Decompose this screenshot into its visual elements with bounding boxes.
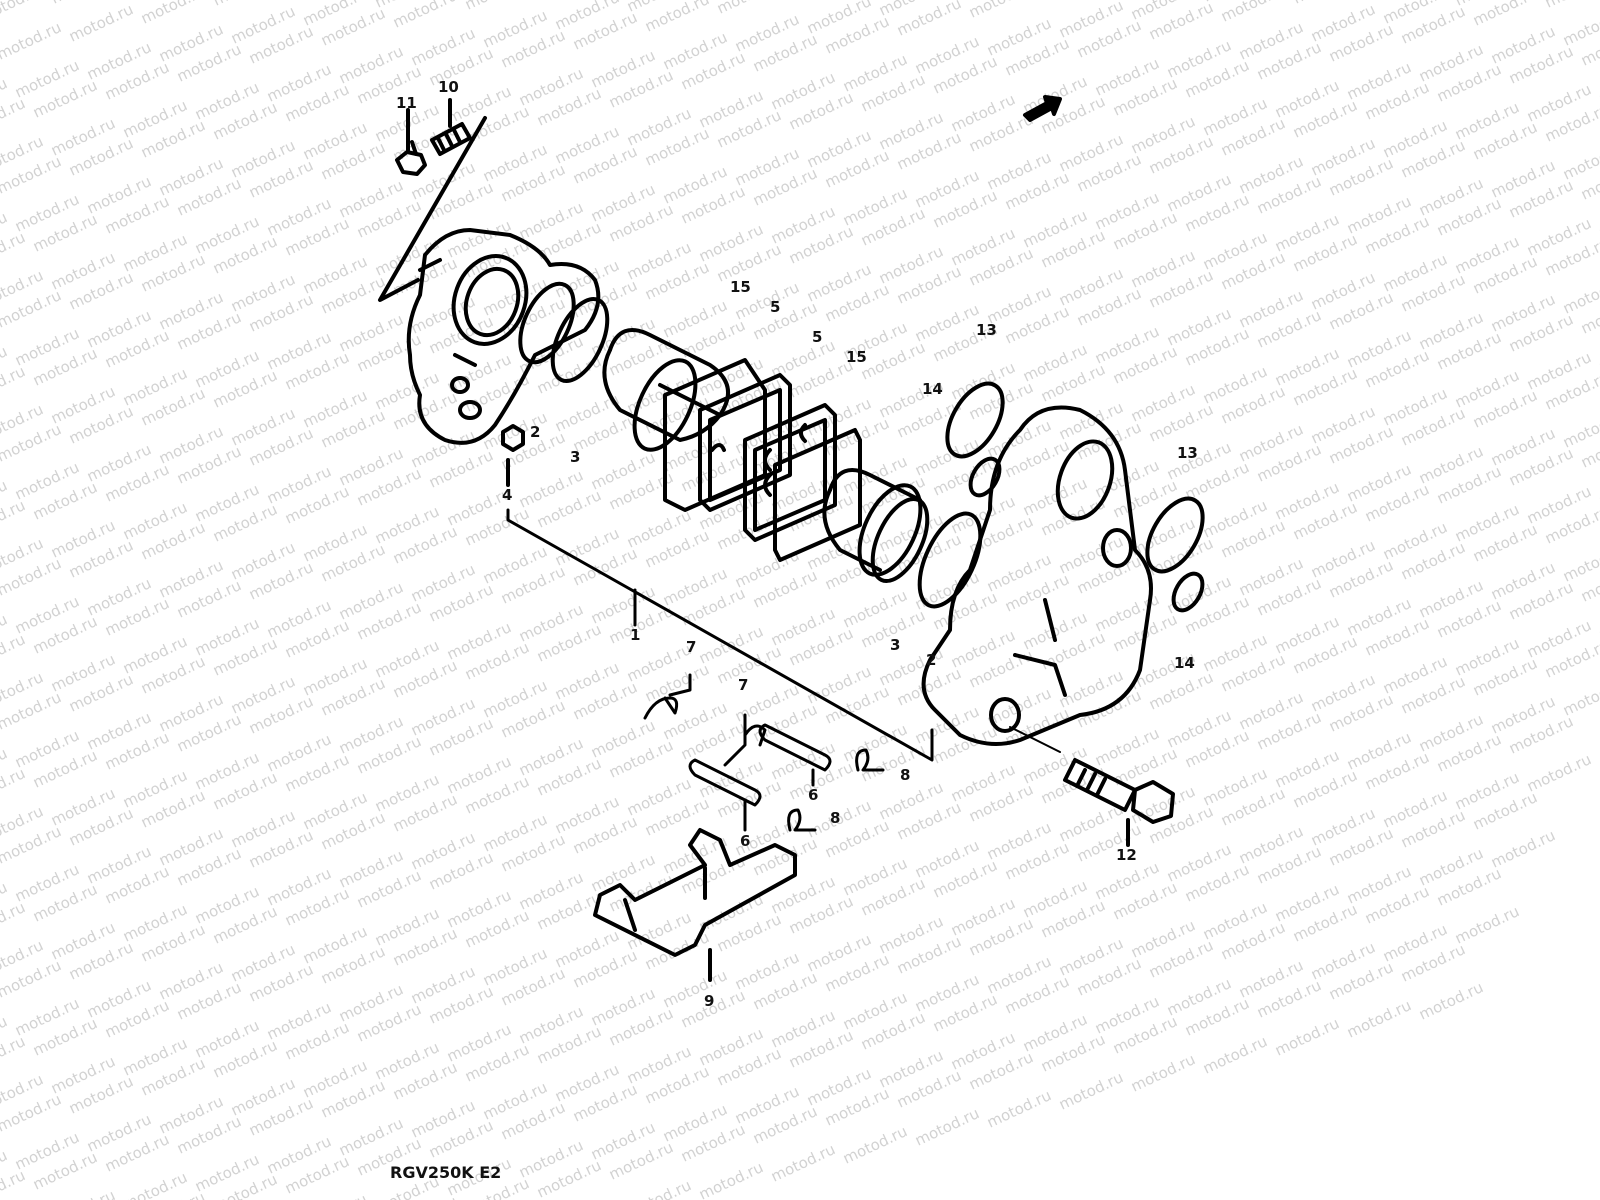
label-10: 10	[438, 78, 459, 96]
pin-retainer-upper	[855, 748, 885, 772]
label-6-lower: 6	[740, 832, 750, 850]
dust-seal-left	[550, 297, 610, 383]
brake-pad-left	[698, 373, 792, 512]
label-15-right: 15	[846, 348, 867, 366]
oring-14-upper	[968, 456, 1002, 498]
pad-pin-upper	[758, 723, 832, 772]
piston-right	[822, 468, 923, 577]
pad-shim-right	[773, 428, 862, 562]
label-8-upper: 8	[900, 766, 910, 784]
label-7-upper: 7	[686, 638, 696, 656]
label-13-lower: 13	[1177, 444, 1198, 462]
bleeder-screw	[430, 98, 472, 156]
pad-spring	[593, 828, 797, 982]
label-13-upper: 13	[976, 321, 997, 339]
oring-13-lower	[1145, 496, 1205, 574]
label-14-upper: 14	[922, 380, 943, 398]
pad-pin-lower	[688, 758, 762, 807]
mounting-bolt	[1009, 726, 1175, 847]
model-caption: RGV250K E2	[390, 1163, 501, 1182]
label-7-lower: 7	[738, 676, 748, 694]
label-4: 4	[502, 486, 512, 504]
label-2-right: 2	[926, 651, 936, 669]
label-5-left: 5	[770, 298, 780, 316]
front-arrow-icon	[1023, 95, 1062, 122]
piston-left	[602, 328, 730, 452]
pad-shim-left	[663, 358, 767, 512]
label-12: 12	[1116, 846, 1137, 864]
caliper-right-half	[921, 405, 1153, 746]
label-5-right: 5	[812, 328, 822, 346]
label-14-lower: 14	[1174, 654, 1195, 672]
pad-clip-lower	[723, 713, 767, 767]
label-6-upper: 6	[808, 786, 818, 804]
label-8-lower: 8	[830, 809, 840, 827]
label-2-left: 2	[530, 423, 540, 441]
dust-seal-right	[870, 497, 930, 583]
caliper-left-half	[406, 228, 601, 445]
pad-clip-upper	[643, 673, 692, 720]
label-1: 1	[630, 626, 640, 644]
oring-14-lower	[1171, 571, 1205, 613]
assembly-leader	[506, 508, 934, 762]
piston-seal-left	[518, 281, 576, 365]
leader-line	[378, 116, 487, 302]
label-11: 11	[396, 94, 417, 112]
label-3-right: 3	[890, 636, 900, 654]
oring-13-upper	[945, 381, 1005, 459]
bleeder-cap	[395, 108, 427, 176]
label-9: 9	[704, 992, 714, 1010]
pin-retainer-lower	[787, 808, 817, 832]
label-3-left: 3	[570, 448, 580, 466]
label-15-left: 15	[730, 278, 751, 296]
bleeder-nipple	[501, 424, 525, 487]
part-labels: 11 10 2 3 4 15 5 5 15 13 14 13 14 3 2 1 …	[396, 78, 1198, 1010]
